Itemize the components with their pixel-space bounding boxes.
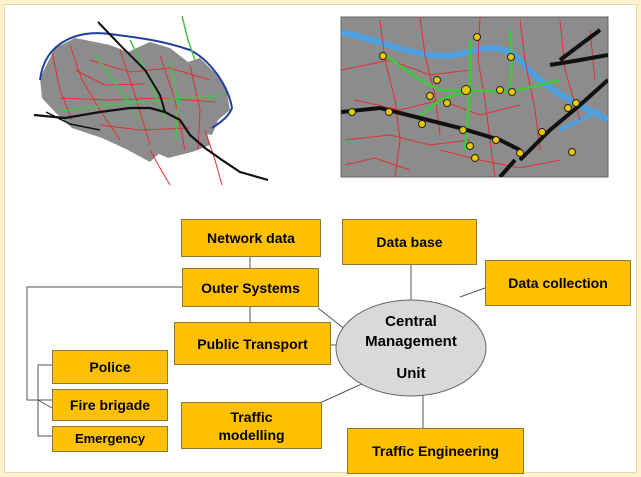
traffic-modelling-label: Traffic modelling <box>218 408 285 443</box>
outer-systems-box: Outer Systems <box>182 268 319 307</box>
river-line <box>39 32 234 129</box>
traffic-modelling-box: Traffic modelling <box>181 402 322 449</box>
signal-icon <box>492 136 500 144</box>
traffic-signal-markers <box>348 33 580 162</box>
central-label-line2: Management <box>365 333 457 350</box>
connector-collection-central <box>459 287 486 298</box>
intersection-detail-map <box>340 16 609 178</box>
signal-icon <box>496 86 504 94</box>
motorway <box>33 106 269 182</box>
emergency-box: Emergency <box>52 426 168 452</box>
emergency-label: Emergency <box>74 431 146 446</box>
police-box: Police <box>52 350 168 384</box>
connector-fire-brigade <box>37 399 53 409</box>
data-base-box: Data base <box>342 219 477 265</box>
motorway-west <box>45 111 101 131</box>
traffic-engineering-box: Traffic Engineering <box>347 428 524 474</box>
signal-icon <box>564 104 572 112</box>
signal-icon <box>385 108 393 116</box>
connector-outer-bracket <box>26 286 182 401</box>
city-area-south <box>150 110 210 158</box>
signal-icon <box>418 120 426 128</box>
central-label-line1: Central <box>385 313 437 330</box>
outer-systems-label: Outer Systems <box>201 279 300 296</box>
central-unit-ellipse <box>335 299 487 397</box>
signal-icon <box>538 128 546 136</box>
city-network-map <box>33 15 269 186</box>
public-transport-box: Public Transport <box>174 322 331 365</box>
data-base-label: Data base <box>376 234 443 250</box>
public-transport-label: Public Transport <box>197 335 308 352</box>
connector-outer-central <box>317 307 347 331</box>
fire-brigade-box: Fire brigade <box>52 389 168 421</box>
signal-icon <box>508 88 516 96</box>
signal-icon <box>461 85 471 95</box>
police-label: Police <box>89 359 131 375</box>
signal-icon <box>433 76 441 84</box>
signal-icon <box>471 154 479 162</box>
signal-icon <box>459 126 467 134</box>
detail-minor-streets <box>341 17 596 177</box>
signal-icon <box>466 142 474 150</box>
signal-icon <box>426 92 434 100</box>
signal-icon <box>443 99 451 107</box>
minor-roads <box>51 44 223 186</box>
signal-icon <box>572 99 580 107</box>
central-label-line3: Unit <box>396 365 426 382</box>
data-collection-box: Data collection <box>485 260 631 306</box>
main-roads <box>54 15 227 141</box>
signal-icon <box>516 149 524 157</box>
detail-river <box>341 29 608 123</box>
signal-icon <box>473 33 481 41</box>
detail-motorways <box>341 28 608 177</box>
motorway-north <box>97 21 166 113</box>
signal-icon <box>507 53 515 61</box>
traffic-engineering-label: Traffic Engineering <box>372 443 499 459</box>
signal-icon <box>568 148 576 156</box>
fire-brigade-label: Fire brigade <box>69 397 151 413</box>
signal-icon <box>379 52 387 60</box>
data-collection-label: Data collection <box>508 275 608 291</box>
central-unit-label: Central Management Unit <box>346 312 476 384</box>
network-data-label: Network data <box>207 230 295 246</box>
network-data-box: Network data <box>181 219 321 257</box>
signal-icon <box>348 108 356 116</box>
